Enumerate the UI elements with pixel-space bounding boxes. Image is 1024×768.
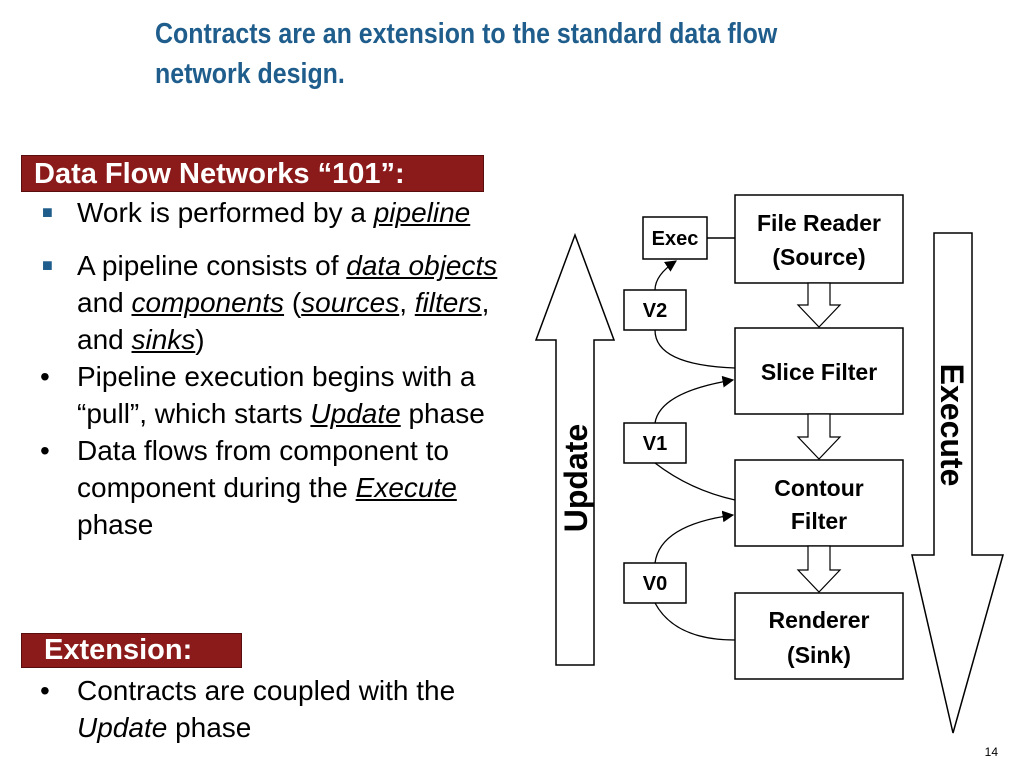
em-execute: Execute [355, 472, 457, 503]
banner-data-flow-networks: Data Flow Networks “101”: [21, 155, 484, 192]
renderer-box [734, 592, 904, 680]
square-bullet-icon: ■ [42, 202, 53, 222]
execute-arrow [911, 232, 1004, 734]
v2-to-slice-curve [654, 329, 736, 369]
banner-extension: Extension: [21, 633, 242, 668]
em-sinks: sinks [131, 324, 196, 355]
exec-box [642, 216, 708, 260]
update-arrow-label: Update [558, 424, 594, 532]
em-components: components [131, 287, 285, 318]
em-sources: sources [301, 287, 400, 318]
update-arrow [534, 232, 616, 666]
em-update-italic: Update [77, 712, 168, 743]
v1-to-slice-arrow [654, 375, 735, 424]
bullet-list-extension: • Contracts are coupled with the Update … [34, 672, 514, 746]
flow-arrow-contour-to-renderer [796, 545, 842, 593]
dot-bullet-icon: • [40, 361, 50, 392]
flow-arrow-reader-to-slice [796, 282, 842, 328]
contour-filter-label: Contour [774, 475, 863, 501]
bullet-pipeline-consists: ■ A pipeline consists of data objects an… [34, 247, 514, 358]
v0-label: V0 [643, 573, 667, 595]
bullet-pipeline-execution: • Pipeline execution begins with a “pull… [34, 358, 514, 432]
em-data-objects: data objects [346, 250, 498, 281]
v1-to-contour-curve [654, 462, 736, 501]
slice-filter-label: Slice Filter [761, 359, 877, 385]
file-reader-box [734, 194, 904, 284]
renderer-label: Renderer [769, 607, 870, 633]
file-reader-sublabel: (Source) [772, 244, 865, 270]
flow-arrow-slice-to-contour [796, 413, 842, 460]
v0-to-renderer-curve [654, 602, 736, 641]
v1-label: V1 [643, 433, 667, 455]
slice-filter-box [734, 327, 904, 415]
square-bullet-icon: ■ [42, 255, 53, 275]
v2-label: V2 [643, 300, 667, 322]
bullet-list-main: ■ Work is performed by a pipeline ■ A pi… [34, 194, 514, 543]
v2-to-exec-arrow [654, 260, 677, 291]
bullet-data-flows: • Data flows from component to component… [34, 432, 514, 543]
bullet-contracts-coupled: • Contracts are coupled with the Update … [34, 672, 514, 746]
dot-bullet-icon: • [40, 435, 50, 466]
bullet-pipeline: ■ Work is performed by a pipeline [34, 194, 514, 231]
em-pipeline: pipeline [373, 197, 471, 228]
v2-box [623, 289, 687, 331]
execute-arrow-label: Execute [934, 364, 970, 487]
contour-filter-sublabel: Filter [791, 508, 847, 534]
file-reader-label: File Reader [757, 210, 881, 236]
v0-box [623, 562, 687, 604]
slide-title: Contracts are an extension to the standa… [155, 18, 778, 90]
slide-number: 14 [984, 745, 998, 759]
dot-bullet-icon: • [40, 675, 50, 706]
v0-to-contour-arrow [654, 510, 735, 564]
em-update: Update [310, 398, 401, 429]
em-filters: filters [414, 287, 482, 318]
renderer-sublabel: (Sink) [787, 642, 851, 668]
exec-label: Exec [652, 228, 699, 250]
